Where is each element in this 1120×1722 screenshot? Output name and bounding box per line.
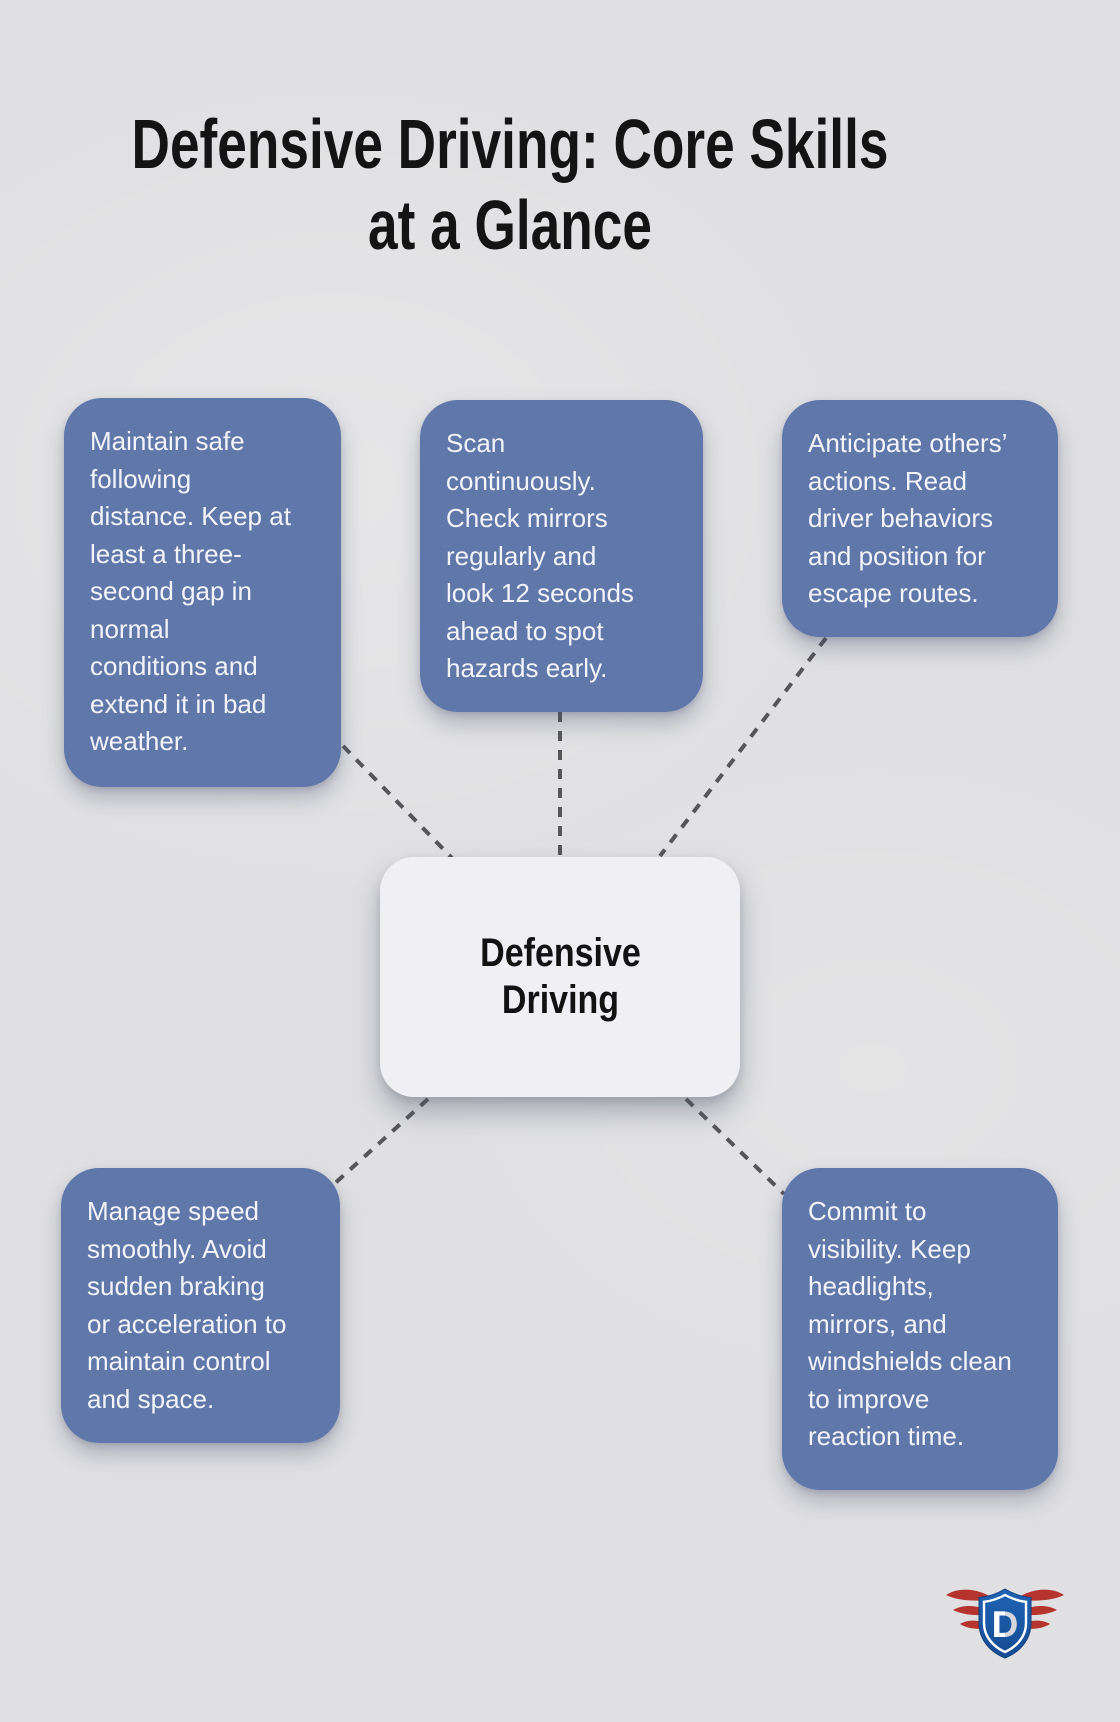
center-node-defensive-driving: Defensive Driving [380, 857, 740, 1097]
page-title-line-1: Defensive Driving: Core Skills [131, 105, 889, 183]
node-maintain-distance-text: Maintain safe following distance. Keep a… [90, 426, 291, 756]
node-manage-speed-text: Manage speed smoothly. Avoid sudden brak… [87, 1196, 287, 1414]
center-node-label: Defensive Driving [479, 931, 641, 1022]
node-maintain-distance: Maintain safe following distance. Keep a… [64, 398, 341, 787]
node-commit-visibility: Commit to visibility. Keep headlights, m… [782, 1168, 1058, 1490]
node-scan-continuously: Scan continuously. Check mirrors regular… [420, 400, 703, 712]
brand-shield-logo: D [946, 1588, 1064, 1659]
shield-letter: D [992, 1604, 1019, 1645]
node-commit-visibility-text: Commit to visibility. Keep headlights, m… [808, 1196, 1012, 1451]
connector-top-right [658, 636, 828, 858]
connector-bottom-right [684, 1097, 786, 1196]
connector-top-left [341, 744, 454, 860]
node-manage-speed: Manage speed smoothly. Avoid sudden brak… [61, 1168, 340, 1443]
connector-bottom-left [331, 1097, 430, 1187]
page-title-line-2: at a Glance [368, 186, 652, 264]
node-anticipate-actions-text: Anticipate others’ actions. Read driver … [808, 428, 1008, 608]
node-anticipate-actions: Anticipate others’ actions. Read driver … [782, 400, 1058, 637]
page-title: Defensive Driving: Core Skills at a Glan… [0, 104, 1020, 266]
node-scan-continuously-text: Scan continuously. Check mirrors regular… [446, 428, 634, 683]
shield-icon: D [978, 1588, 1032, 1659]
